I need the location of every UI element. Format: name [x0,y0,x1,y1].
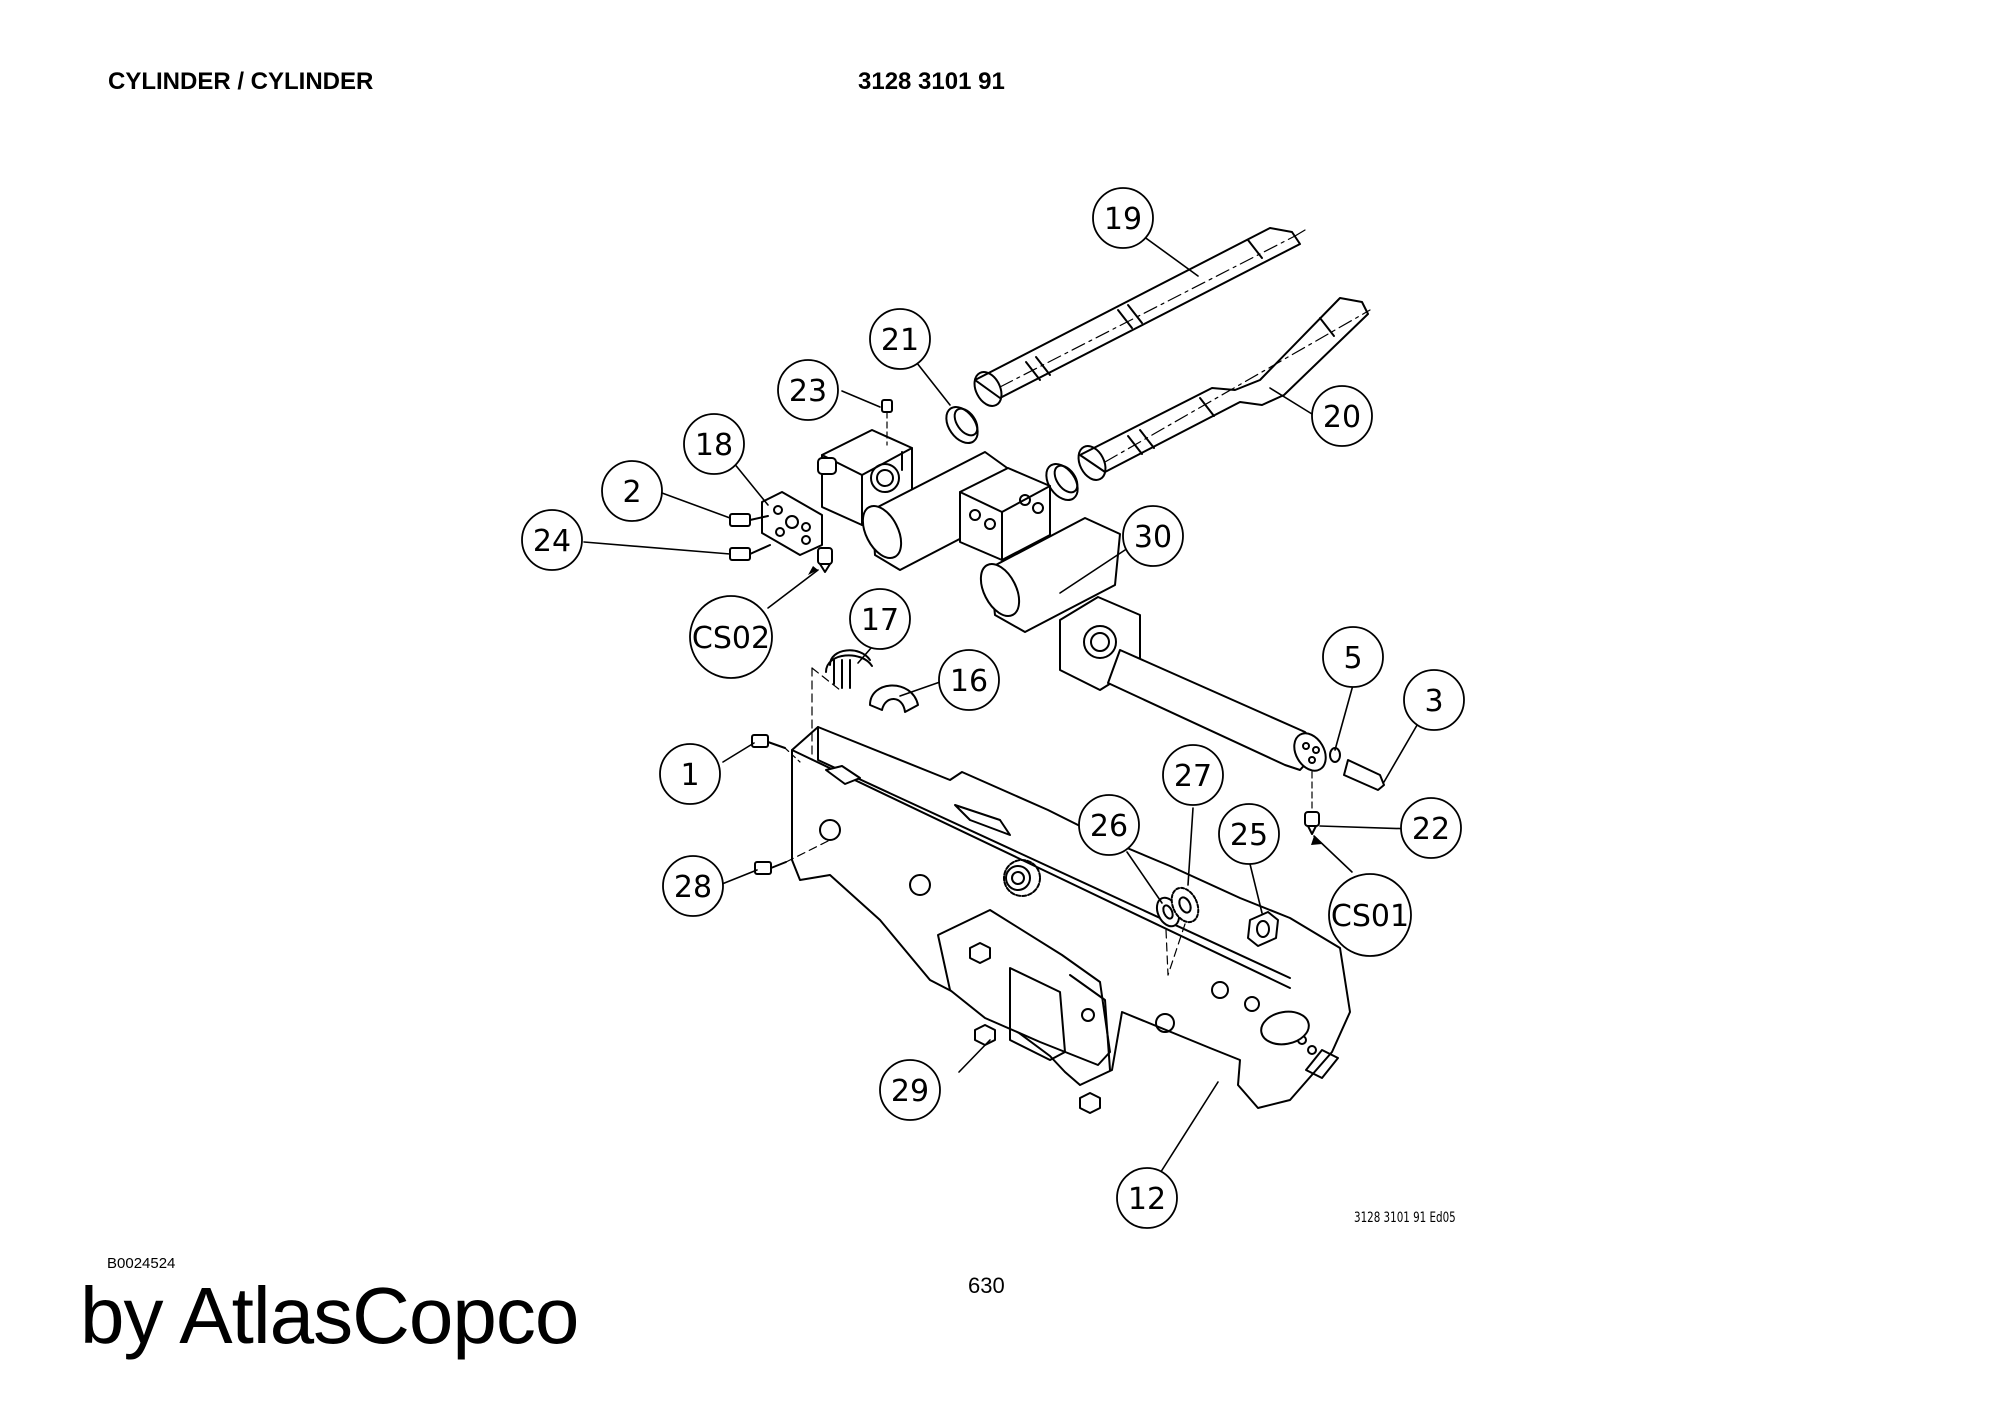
sprocket [1003,859,1041,897]
svg-text:30: 30 [1134,520,1172,555]
seal-ring-21 [945,405,979,445]
callout-27: 27 [1162,744,1224,806]
bolt-1 [751,734,801,763]
callout-29: 29 [879,1059,941,1121]
page-title: CYLINDER / CYLINDER [108,68,374,95]
callout-22: 22 [1400,797,1462,859]
svg-text:5: 5 [1343,641,1362,676]
grease-nipple-22 [1304,771,1320,835]
callout-cs02: CS02 [689,595,773,679]
saddle-16 [869,684,919,713]
document-reference: B0024524 [107,1255,176,1272]
grease-nipple-cs02 [817,547,833,573]
arrow-cs02 [808,566,818,575]
svg-text:17: 17 [861,603,899,638]
leader-lines [583,235,1421,1179]
svg-text:20: 20 [1323,400,1361,435]
svg-text:18: 18 [695,428,733,463]
callout-3: 3 [1403,669,1465,731]
callout-12: 12 [1116,1167,1178,1229]
svg-text:19: 19 [1104,202,1142,237]
part-number: 3128 3101 91 [858,68,1005,95]
callout-16: 16 [938,649,1000,711]
callout-23: 23 [777,359,839,421]
clamp-17 [825,649,873,689]
bolt-28 [754,839,831,875]
grease-nipple-23 [881,399,893,446]
callout-5: 5 [1322,626,1384,688]
bolt-3 [1343,759,1385,791]
callout-19: 19 [1092,187,1154,249]
cover-plate-18 [761,491,823,556]
svg-text:23: 23 [789,374,827,409]
callout-26: 26 [1078,794,1140,856]
drawing-edition: 3128 3101 91 Ed05 [1354,1210,1456,1226]
svg-text:CS02: CS02 [692,621,770,656]
svg-text:3: 3 [1424,684,1443,719]
brand-footer: by AtlasCopco [80,1271,579,1360]
svg-text:27: 27 [1174,759,1212,794]
svg-text:29: 29 [891,1074,929,1109]
callout-30: 30 [1122,505,1184,567]
callout-25: 25 [1218,803,1280,865]
callout-2: 2 [601,460,663,522]
callout-20: 20 [1311,385,1373,447]
callout-1: 1 [659,743,721,805]
svg-text:28: 28 [674,870,712,905]
svg-text:24: 24 [533,524,571,559]
piston-rod-20 [1077,297,1371,481]
seal-ring-21b [1045,462,1079,502]
bolt-2 [729,513,769,527]
svg-text:2: 2 [622,475,641,510]
svg-text:12: 12 [1128,1182,1166,1217]
bolt-24 [729,544,771,561]
svg-text:25: 25 [1230,818,1268,853]
fitting-25 [1247,911,1279,947]
arrow-cs01 [1311,836,1322,845]
piston-rod-19 [973,227,1306,407]
callout-18: 18 [683,413,745,475]
callout-21: 21 [869,308,931,370]
svg-text:16: 16 [950,664,988,699]
svg-text:1: 1 [680,758,699,793]
cylinder-assembly-30 [817,429,1327,772]
svg-text:22: 22 [1412,812,1450,847]
page-number: 630 [968,1273,1005,1298]
callout-24: 24 [521,509,583,571]
callout-17: 17 [849,588,911,650]
svg-text:CS01: CS01 [1331,899,1409,934]
svg-text:26: 26 [1090,809,1128,844]
callout-28: 28 [662,855,724,917]
callout-cs01: CS01 [1328,873,1412,957]
gear-27 [1170,886,1200,924]
svg-text:21: 21 [881,323,919,358]
